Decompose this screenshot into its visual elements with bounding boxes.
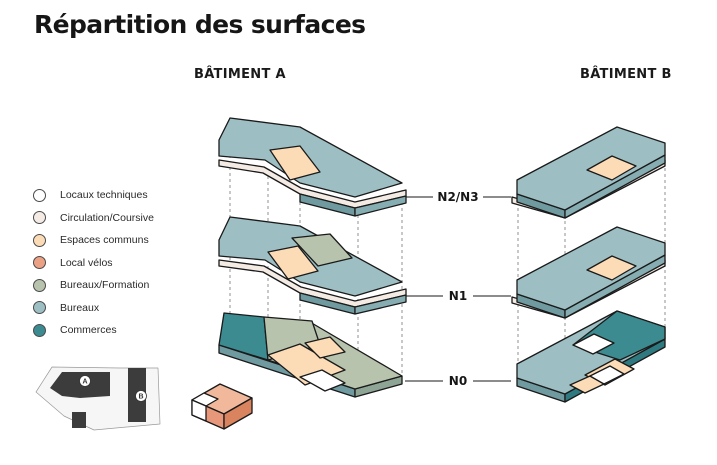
legend-item-locaux-techniques: Locaux techniques (33, 184, 203, 207)
building-b-n1 (511, 226, 666, 319)
slab-side (354, 294, 407, 315)
legend-swatch (33, 278, 46, 292)
building-a-heading: BÂTIMENT A (194, 67, 286, 82)
building-b-heading: BÂTIMENT B (580, 67, 672, 82)
legend-swatch (33, 211, 46, 225)
legend-swatch (33, 233, 46, 247)
legend-swatch (33, 188, 46, 202)
level-label-n1: N1 (449, 289, 467, 303)
legend-label: Commerces (60, 324, 117, 337)
locaux-techniques-zone (299, 369, 346, 392)
espaces-communs-zone (586, 255, 637, 281)
locaux-techniques-zone (572, 333, 615, 355)
legend-label: Local vélos (60, 256, 113, 269)
locaux-techniques-front (191, 399, 207, 422)
slab-side (354, 195, 407, 217)
legend: Locaux techniques Circulation/Coursive E… (33, 184, 203, 342)
bureaux-floor (218, 117, 403, 198)
legend-item-local-velos: Local vélos (33, 252, 203, 275)
site-plan: A B (35, 366, 161, 431)
legend-swatch (33, 301, 46, 315)
level-label-n0: N0 (449, 374, 467, 388)
espaces-communs-zone (269, 145, 321, 181)
building-a-n0 (218, 312, 403, 398)
legend-label: Bureaux/Formation (60, 279, 150, 292)
site-building-a (50, 372, 110, 398)
legend-label: Locaux techniques (60, 189, 148, 202)
site-building-a-annex (72, 412, 86, 428)
site-marker-a (79, 375, 91, 387)
site-marker-b-label: B (138, 394, 143, 401)
legend-label: Circulation/Coursive (60, 211, 154, 224)
building-a-n2n3 (218, 117, 407, 217)
block-side (223, 397, 253, 430)
building-b-n2n3 (511, 126, 666, 219)
locaux-techniques-zone (589, 365, 625, 385)
legend-label: Bureaux (60, 301, 100, 314)
legend-item-circulation: Circulation/Coursive (33, 207, 203, 230)
local-velos-block (191, 383, 253, 430)
building-b-n0 (516, 310, 666, 403)
bureaux-formation-zone (291, 233, 353, 267)
legend-item-espaces-communs: Espaces communs (33, 229, 203, 252)
espaces-communs-zone (267, 245, 319, 280)
legend-label: Espaces communs (60, 234, 149, 247)
site-marker-b (135, 390, 147, 402)
legend-swatch (33, 256, 46, 270)
page-title: Répartition des surfaces (34, 10, 366, 39)
level-label-n2n3: N2/N3 (437, 190, 478, 204)
espaces-communs-zone (586, 155, 637, 181)
legend-item-bureaux: Bureaux (33, 297, 203, 320)
level-leaders (405, 196, 511, 382)
legend-item-commerces: Commerces (33, 319, 203, 342)
legend-item-bureaux-formation: Bureaux/Formation (33, 274, 203, 297)
espaces-communs-zone (304, 336, 346, 359)
legend-swatch (33, 323, 46, 337)
site-marker-a-label: A (82, 379, 87, 386)
building-a-n1 (218, 216, 407, 315)
